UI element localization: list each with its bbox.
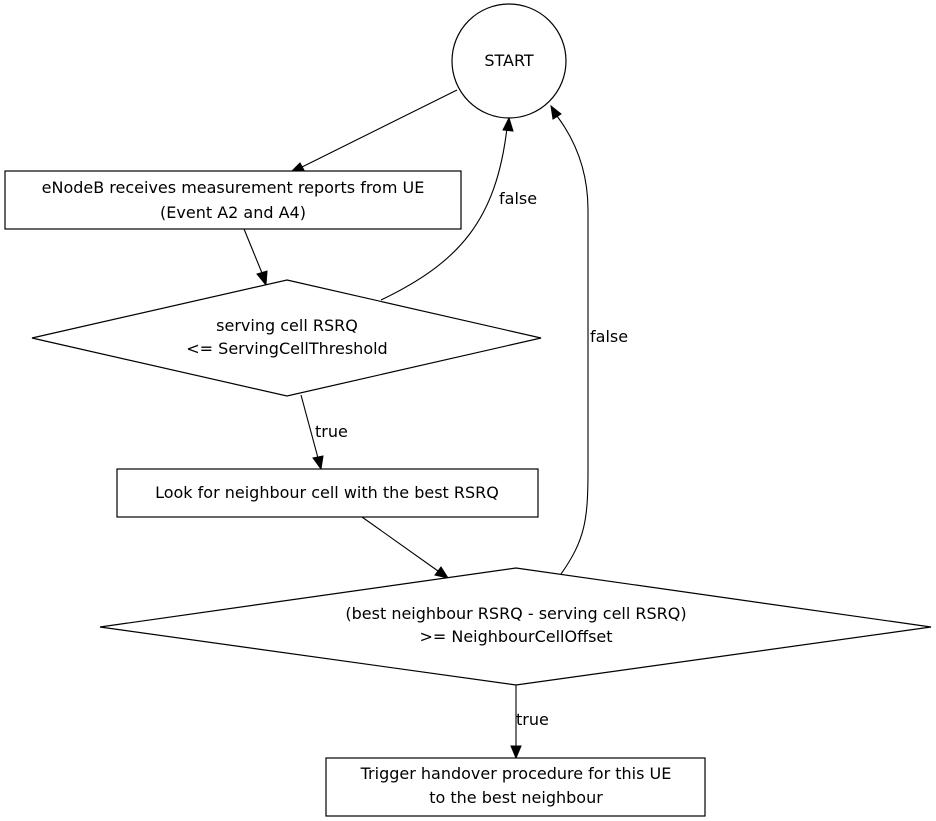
receive-reports-line2: (Event A2 and A4) <box>160 203 306 222</box>
receive-reports-line1: eNodeB receives measurement reports from… <box>42 178 425 197</box>
edge-label-offset-true: true <box>516 710 549 729</box>
edge-offset-check-false-to-start <box>550 104 589 575</box>
offset-decision-line1: (best neighbour RSRQ - serving cell RSRQ… <box>345 604 686 623</box>
rsrq-decision-line1: serving cell RSRQ <box>216 316 358 335</box>
rsrq-threshold-decision: serving cell RSRQ <= ServingCellThreshol… <box>31 279 542 397</box>
edge-rsrq-check-true-to-look <box>300 394 324 471</box>
edge-rsrq-check-false-to-start <box>380 116 514 301</box>
trigger-handover-node: Trigger handover procedure for this UE t… <box>325 757 706 817</box>
receive-reports-node: eNodeB receives measurement reports from… <box>4 170 462 230</box>
start-label: START <box>484 51 534 70</box>
look-for-neighbour-node: Look for neighbour cell with the best RS… <box>116 468 539 518</box>
edge-look-to-offset-check <box>361 516 450 579</box>
trigger-handover-line2: to the best neighbour <box>429 788 603 807</box>
offset-decision-line2: >= NeighbourCellOffset <box>419 627 612 646</box>
edge-label-rsrq-true: true <box>315 422 348 441</box>
trigger-handover-line1: Trigger handover procedure for this UE <box>360 764 672 783</box>
edge-start-to-receive <box>288 89 458 174</box>
start-node: START <box>451 3 567 119</box>
rsrq-decision-line2: <= ServingCellThreshold <box>186 339 387 358</box>
neighbour-offset-decision: (best neighbour RSRQ - serving cell RSRQ… <box>99 567 932 686</box>
edge-label-offset-false: false <box>590 327 628 346</box>
look-for-neighbour-label: Look for neighbour cell with the best RS… <box>155 483 499 502</box>
edge-label-rsrq-false: false <box>499 189 537 208</box>
edge-receive-to-rsrq-check <box>243 228 268 287</box>
edge-offset-check-true-to-trigger <box>510 685 522 760</box>
